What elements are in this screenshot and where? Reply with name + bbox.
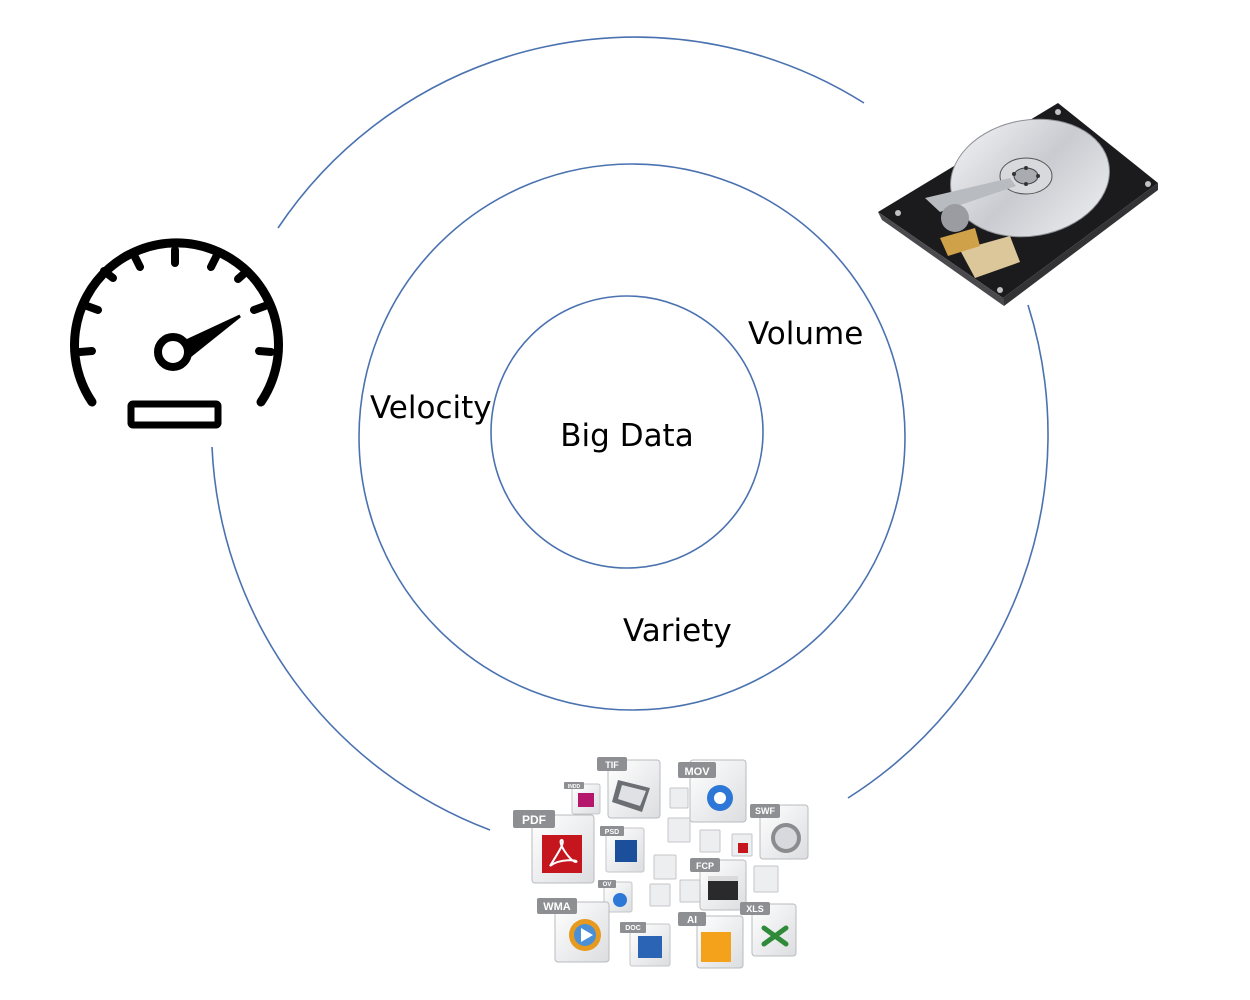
file-types-icon: TIF MOV INDD PDF xyxy=(513,757,809,969)
ov-file-icon: OV xyxy=(598,880,633,913)
inner-ring xyxy=(490,295,764,569)
wma-file-icon: WMA xyxy=(537,898,610,963)
svg-text:INDD: INDD xyxy=(568,784,581,790)
xls-file-icon: XLS xyxy=(740,902,797,957)
psd-file-icon: PSD xyxy=(600,826,645,873)
mov-file-icon: MOV xyxy=(678,759,747,823)
svg-text:SWF: SWF xyxy=(755,806,775,816)
middle-ring xyxy=(358,163,906,711)
svg-text:MOV: MOV xyxy=(684,766,710,778)
outer-ring-arc-left xyxy=(211,446,491,831)
tif-file-icon: TIF xyxy=(597,757,661,819)
doc-file-icon: DOC xyxy=(620,922,671,967)
volume-label: Volume xyxy=(748,316,863,352)
misc-small-file-icons xyxy=(649,787,779,907)
svg-text:OV: OV xyxy=(603,882,612,888)
svg-text:PSD: PSD xyxy=(605,829,619,836)
pdf-file-icon: PDF xyxy=(513,810,595,884)
outer-ring-arc-top xyxy=(277,36,865,229)
swf-file-icon: SWF xyxy=(750,804,809,860)
svg-text:TIF: TIF xyxy=(605,760,619,770)
variety-label: Variety xyxy=(623,613,732,649)
svg-text:XLS: XLS xyxy=(746,904,764,914)
hard-drive-icon xyxy=(878,103,1158,306)
svg-text:DOC: DOC xyxy=(625,925,641,932)
speedometer-icon xyxy=(70,238,283,429)
svg-text:WMA: WMA xyxy=(543,901,571,913)
outer-ring-arc-right xyxy=(847,304,1049,799)
center-label: Big Data xyxy=(560,418,693,454)
indd-file-icon: INDD xyxy=(564,782,601,815)
fcp-file-icon: FCP xyxy=(690,858,747,911)
svg-text:FCP: FCP xyxy=(696,861,714,871)
velocity-label: Velocity xyxy=(370,390,492,426)
svg-text:PDF: PDF xyxy=(522,813,546,827)
ai-file-icon: AI xyxy=(678,912,744,969)
svg-text:AI: AI xyxy=(687,915,697,926)
